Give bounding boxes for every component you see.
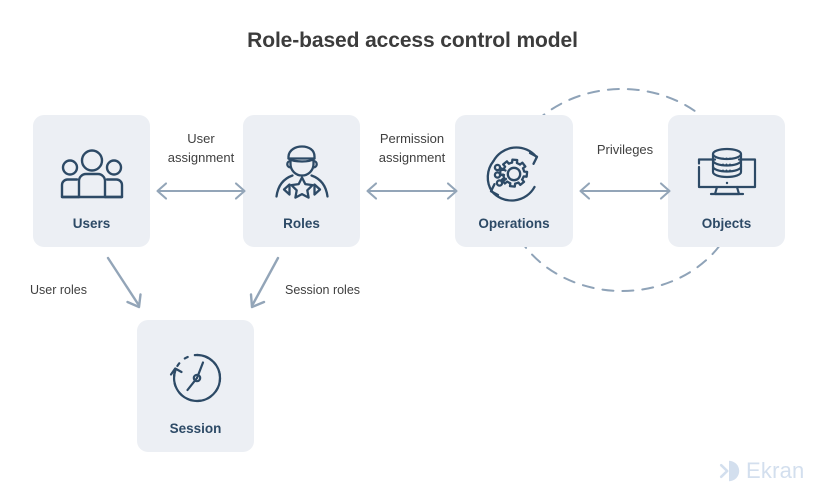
role-badge-person-icon [243, 137, 360, 211]
double-arrow-horizontal-icon [366, 182, 458, 200]
connector-label-permission-assignment: Permission assignment [362, 130, 462, 168]
connector-label-line2: assignment [378, 149, 446, 165]
node-label-objects: Objects [701, 216, 752, 231]
users-group-icon [33, 137, 150, 211]
gear-cycle-icon [455, 137, 573, 211]
connector-label-line1: User [187, 131, 215, 146]
ekran-chevron-mark-icon [719, 460, 740, 482]
ekran-logo: Ekran [718, 458, 804, 484]
page-title: Role-based access control model [247, 29, 578, 52]
database-monitor-icon [668, 137, 785, 211]
arrow-down-left-icon [249, 256, 280, 309]
connector-permission-assignment: Permission assignment [362, 130, 462, 205]
connector-label-session-roles: Session roles [285, 283, 361, 297]
node-users[interactable]: Users [33, 115, 150, 247]
node-label-operations: Operations [478, 216, 550, 231]
node-operations[interactable]: Operations [455, 115, 573, 247]
clock-rotate-icon [137, 342, 254, 416]
connector-user-roles: User roles [30, 252, 170, 314]
node-roles[interactable]: Roles [243, 115, 360, 247]
node-label-session: Session [169, 421, 222, 436]
connector-label-privileges: Privileges [575, 141, 675, 160]
connector-privileges: Privileges [575, 130, 675, 205]
ekran-logo-text: Ekran [746, 458, 805, 483]
node-label-roles: Roles [283, 216, 320, 231]
connector-label-line2: assignment [167, 149, 235, 165]
connector-label-line1: Privileges [596, 142, 654, 157]
connector-label-user-roles: User roles [30, 283, 87, 297]
connector-session-roles: Session roles [240, 252, 400, 314]
double-arrow-horizontal-icon [579, 182, 671, 200]
double-arrow-horizontal-icon [156, 182, 246, 200]
connector-user-assignment: User assignment [152, 130, 250, 205]
node-label-users: Users [72, 216, 111, 231]
connector-label-line1: Permission [379, 131, 445, 146]
connector-label-user-assignment: User assignment [152, 130, 250, 168]
node-objects[interactable]: Objects [668, 115, 785, 247]
arrow-down-right-icon [106, 256, 142, 309]
node-session[interactable]: Session [137, 320, 254, 452]
